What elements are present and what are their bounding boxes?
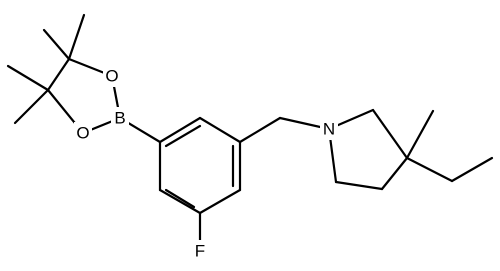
- ring-bond: [380, 156, 409, 191]
- oxygen-upper-label-bg: [103, 65, 121, 87]
- benzyl-bond: [238, 116, 282, 144]
- fluorine-label-bg: [192, 240, 208, 262]
- nitrogen-label-bg: [320, 118, 338, 140]
- nitrogen-label: N: [323, 120, 335, 139]
- atom-labels: B O O N F: [74, 65, 338, 262]
- ring-double-bond: [164, 188, 196, 209]
- ethyl-bond: [450, 156, 494, 183]
- carbon-carbon-bond: [46, 57, 71, 92]
- ring-bond: [158, 188, 202, 215]
- oxygen-lower-label-bg: [74, 122, 92, 144]
- substituent-bonds: [118, 116, 331, 242]
- ring-bond: [371, 108, 409, 160]
- methyl-bond: [405, 109, 435, 160]
- oxygen-upper-label: O: [105, 67, 118, 86]
- methyl-bond: [6, 64, 50, 92]
- ring-double-bond: [164, 124, 202, 148]
- benzene-ring: [158, 116, 242, 215]
- pyrrolidine-ring: [327, 108, 494, 191]
- methyl-bond: [67, 13, 86, 61]
- ring-bond: [198, 188, 242, 215]
- ring-bond: [334, 180, 384, 191]
- ethyl-bond: [405, 156, 454, 183]
- fluorine-label: F: [195, 242, 205, 261]
- oxygen-lower-label: O: [76, 124, 89, 143]
- methyl-bond: [42, 28, 71, 61]
- boron-label-bg: [111, 107, 129, 129]
- ring-bond: [158, 116, 202, 144]
- methyl-bond: [13, 88, 50, 125]
- boron-label: B: [114, 109, 125, 128]
- ring-bond: [198, 116, 242, 144]
